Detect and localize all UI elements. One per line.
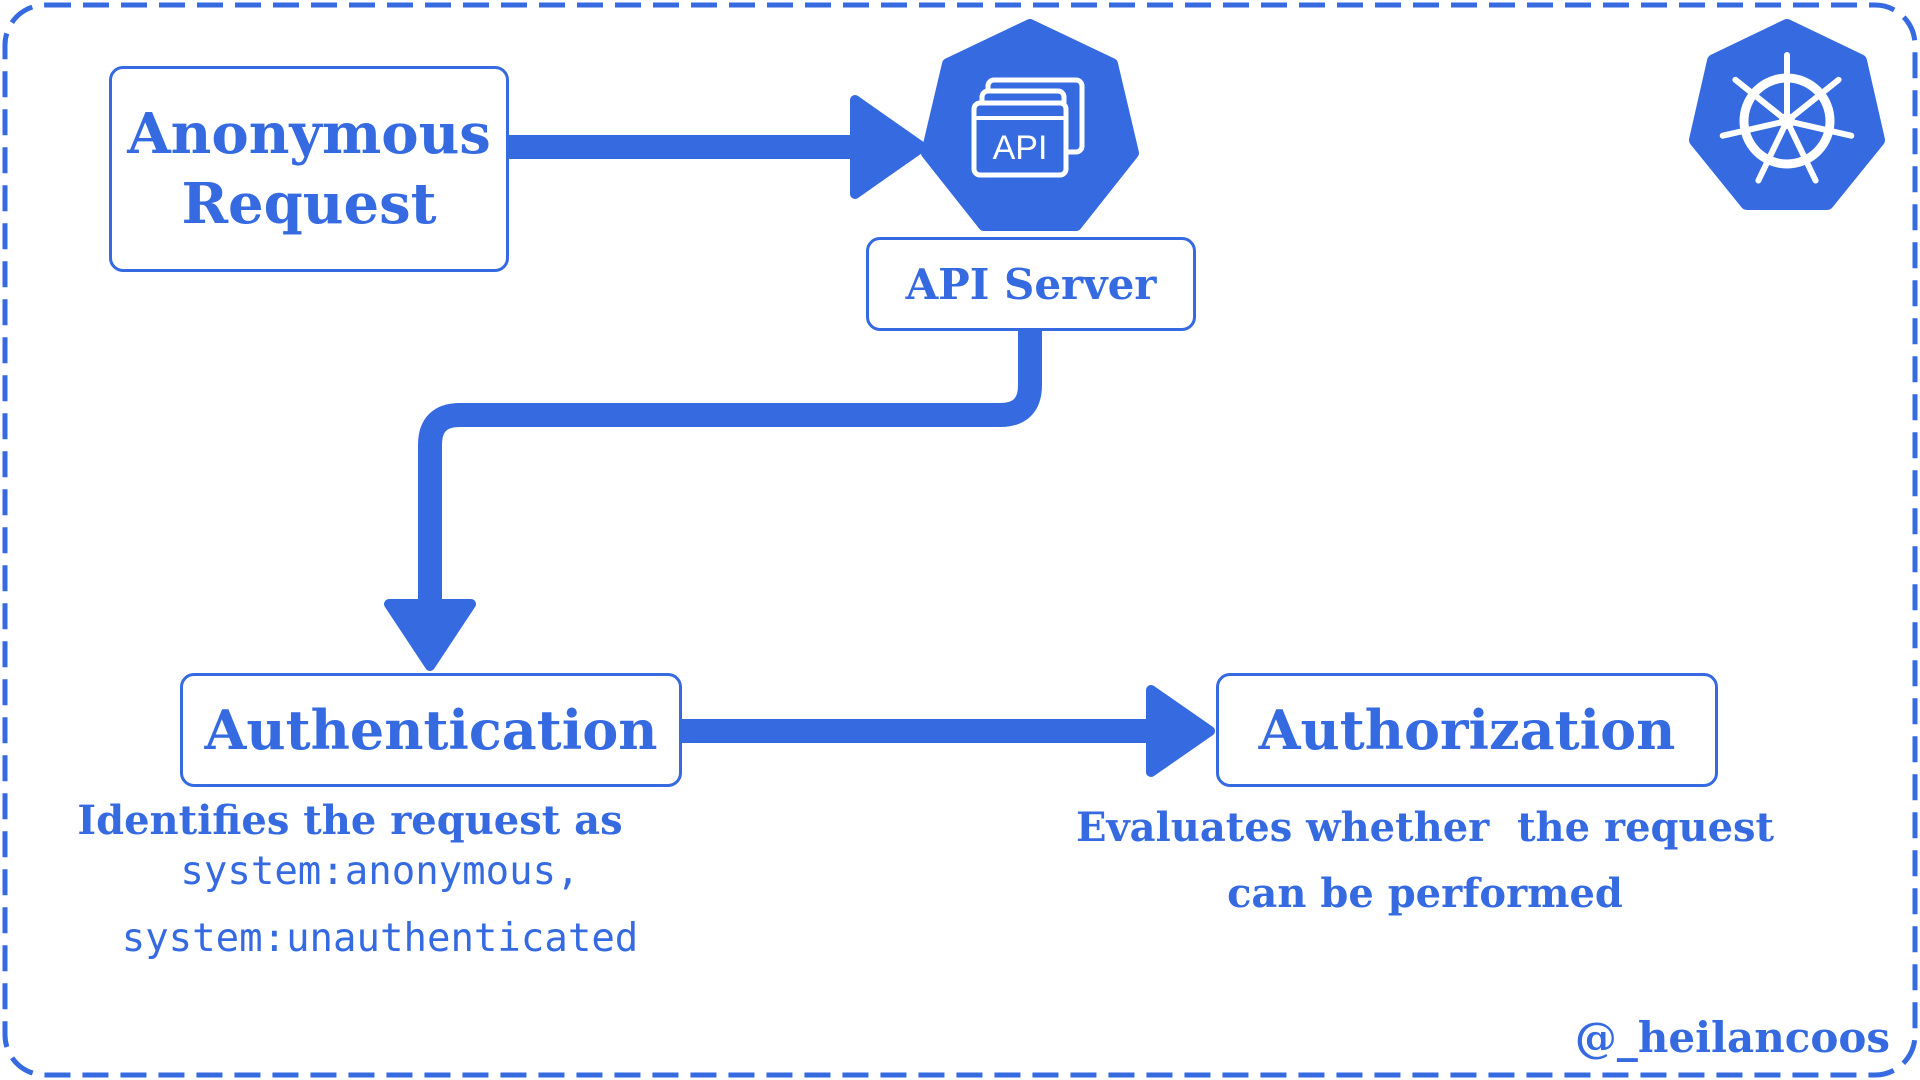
authentication-caption-code1: system:anonymous, bbox=[120, 847, 820, 897]
anonymous-request-label-line1: Anonymous bbox=[127, 101, 491, 167]
authorization-caption-line2: can be performed bbox=[1227, 870, 1623, 917]
authentication-caption-line1: Identifies the request as bbox=[77, 797, 623, 844]
authorization-caption-line1: Evaluates whether the request bbox=[1075, 804, 1775, 851]
api-server-node: API Server bbox=[866, 237, 1196, 331]
authentication-caption-line2: system:anonymous, bbox=[180, 849, 580, 894]
edge-authentication-to-authorization bbox=[682, 685, 1215, 777]
edge-anonymous-to-api bbox=[508, 95, 927, 199]
anonymous-request-label-line2: Request bbox=[181, 171, 437, 237]
edge-api-to-authentication bbox=[384, 330, 1042, 671]
authorization-node: Authorization bbox=[1216, 673, 1718, 787]
authorization-caption: Evaluates whether the request can be per… bbox=[1076, 795, 1830, 927]
anonymous-request-node: Anonymous Request bbox=[109, 66, 509, 272]
api-server-icon: API bbox=[921, 19, 1139, 231]
authentication-caption: Identifies the request as bbox=[77, 795, 820, 847]
kubernetes-logo-icon bbox=[1689, 19, 1885, 210]
api-server-label: API Server bbox=[905, 259, 1157, 309]
authorization-label: Authorization bbox=[1258, 698, 1676, 762]
authentication-label: Authentication bbox=[204, 698, 658, 762]
attribution-text: @_heilancoos bbox=[1574, 1013, 1890, 1062]
authentication-node: Authentication bbox=[180, 673, 682, 787]
authentication-caption-code2: system:unauthenticated bbox=[120, 914, 820, 964]
authentication-caption-line3: system:unauthenticated bbox=[121, 916, 639, 961]
api-icon-text: API bbox=[993, 129, 1048, 167]
